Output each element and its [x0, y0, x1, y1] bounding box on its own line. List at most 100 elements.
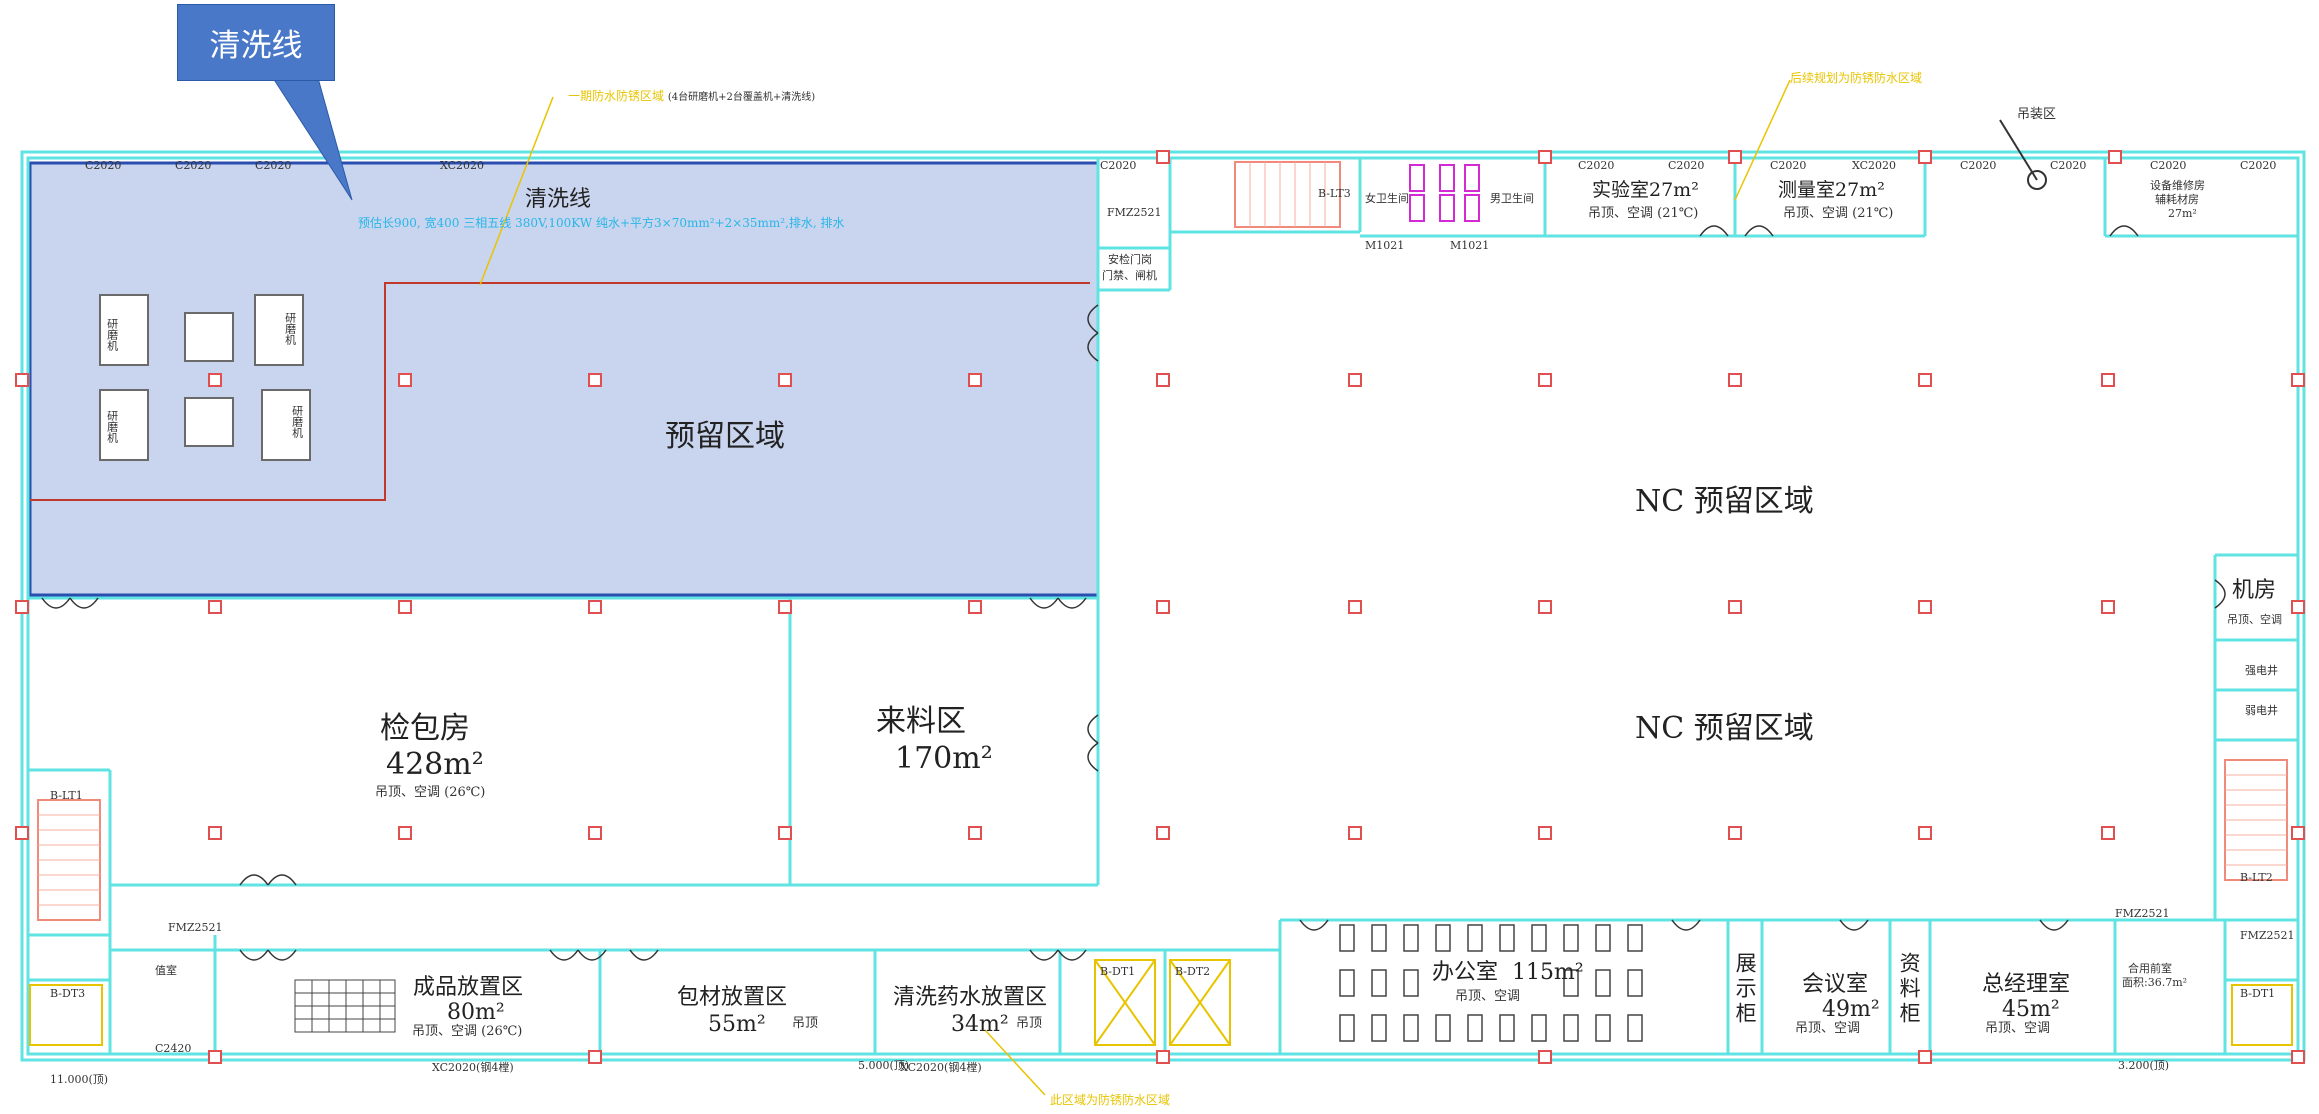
machine-room-spec: 吊顶、空调 [2227, 613, 2282, 626]
lab-name: 实验室27m² [1592, 179, 1699, 201]
column-node [1538, 1050, 1552, 1064]
column-node [778, 826, 792, 840]
female-washroom: 女卫生间 [1365, 192, 1409, 205]
lift-code: B-DT2 [1175, 965, 1211, 978]
column-node [778, 373, 792, 387]
window-code: C2020 [1770, 159, 1807, 172]
hoist-area: 吊装区 [2017, 107, 2057, 122]
column-node [208, 1050, 222, 1064]
column-node [1918, 1050, 1932, 1064]
door-swings [41, 225, 2226, 961]
wash-line-boundary [30, 282, 1090, 501]
column-node [15, 373, 29, 387]
window-code: C2020 [2050, 159, 2087, 172]
chemical-spec: 吊顶 [1016, 1016, 1043, 1031]
window-code: C2020 [85, 159, 122, 172]
window-code: C2020 [1100, 159, 1137, 172]
note-top-right: 后续规划为防锈防水区域 [1790, 71, 1923, 85]
machine-label: 研磨机 [290, 405, 304, 438]
column-node [1156, 1050, 1170, 1064]
fire-door-code: FMZ2521 [2115, 907, 2170, 920]
meeting-room-area: 49m² [1822, 997, 1880, 1022]
stair-code: B-LT1 [50, 789, 83, 802]
window-code: XC2020 [440, 159, 485, 172]
inspect-room-name: 检包房 [380, 711, 470, 746]
door-code: M1021 [1450, 239, 1490, 252]
column-node [1728, 826, 1742, 840]
column-node [208, 600, 222, 614]
display-cabinet: 展示柜 [1733, 952, 1758, 1027]
column-node [968, 373, 982, 387]
machine-room-name: 机房 [2232, 578, 2277, 603]
nc-area-upper: NC 预留区域 [1635, 484, 1814, 519]
packaging-name: 包材放置区 [677, 985, 788, 1010]
fire-door-code: FMZ2521 [168, 921, 223, 934]
weak-shaft: 弱电井 [2245, 704, 2278, 717]
column-node [1728, 600, 1742, 614]
machine-footprints [99, 294, 311, 461]
elevation-mid: 5.000(顶) [858, 1059, 910, 1072]
equip-room-name: 设备维修房 [2150, 179, 2205, 192]
column-node [208, 826, 222, 840]
column-node [2291, 1050, 2305, 1064]
inspect-room-spec: 吊顶、空调 (26℃) [375, 785, 486, 800]
column-node [968, 826, 982, 840]
machine-label: 研磨机 [105, 410, 119, 443]
column-node [398, 826, 412, 840]
window-code: C2020 [2150, 159, 2187, 172]
column-node [1918, 373, 1932, 387]
column-node [2101, 600, 2115, 614]
column-node [1728, 150, 1742, 164]
column-node [15, 826, 29, 840]
male-washroom: 男卫生间 [1490, 192, 1534, 205]
column-node [2291, 373, 2305, 387]
inspect-room-area: 428m² [386, 747, 484, 782]
note-top-left-text: 一期防水防锈区域 [568, 89, 665, 103]
incoming-area-size: 170m² [895, 741, 993, 776]
measure-name: 测量室27m² [1778, 179, 1885, 201]
packaging-spec: 吊顶 [792, 1016, 819, 1031]
security-gate-spec: 门禁、闸机 [1102, 269, 1157, 282]
strong-shaft: 强电井 [2245, 664, 2278, 677]
column-node [1538, 150, 1552, 164]
hoist-marker [1999, 119, 2047, 190]
gm-office-name: 总经理室 [1982, 972, 2071, 997]
meeting-room-spec: 吊顶、空调 [1795, 1021, 1861, 1036]
note-leaders [479, 79, 1791, 1096]
shared-anteroom-area: 面积:36.7m² [2122, 976, 2188, 989]
column-node [398, 600, 412, 614]
gm-office-spec: 吊顶、空调 [1985, 1021, 2051, 1036]
elevation-right: 3.200(顶) [2118, 1059, 2170, 1072]
callout-box: 清洗线 [177, 4, 335, 81]
column-node [2291, 826, 2305, 840]
fire-door-code: FMZ2521 [2240, 929, 2295, 942]
window-code: C2020 [1668, 159, 1705, 172]
incoming-area-name: 来料区 [876, 704, 966, 739]
reserved-area-title: 预留区域 [665, 419, 785, 454]
security-gate-name: 安检门岗 [1108, 253, 1152, 266]
stair-treads [38, 162, 2287, 906]
window-code: C2020 [255, 159, 292, 172]
column-node [1156, 600, 1170, 614]
window-code-bottom: XC2020(钢4樘) [432, 1061, 514, 1074]
wash-line-title: 清洗线 [525, 187, 592, 212]
wash-line-spec: 预估长900, 宽400 三相五线 380V,100KW 纯水+平方3×70mm… [358, 216, 845, 230]
column-node [588, 600, 602, 614]
note-bottom: 此区域为防锈防水区域 [1050, 1093, 1171, 1107]
finished-goods-name: 成品放置区 [413, 975, 524, 1000]
lift-code: B-DT3 [50, 987, 86, 1000]
machine-label: 研磨机 [105, 318, 119, 351]
column-node [1538, 373, 1552, 387]
window-code: XC2020 [1852, 159, 1897, 172]
office-name: 办公室 [1432, 960, 1499, 985]
column-node [588, 1050, 602, 1064]
finished-goods-area: 80m² [447, 1000, 505, 1025]
column-node [1918, 150, 1932, 164]
office-area: 115m² [1512, 960, 1584, 985]
stair-code: B-LT2 [2240, 871, 2273, 884]
window-code-bottom: C2420 [155, 1042, 192, 1055]
column-node [778, 600, 792, 614]
fire-door-code: FMZ2521 [1107, 206, 1162, 219]
column-node [1348, 600, 1362, 614]
storage-rack [294, 979, 396, 1033]
